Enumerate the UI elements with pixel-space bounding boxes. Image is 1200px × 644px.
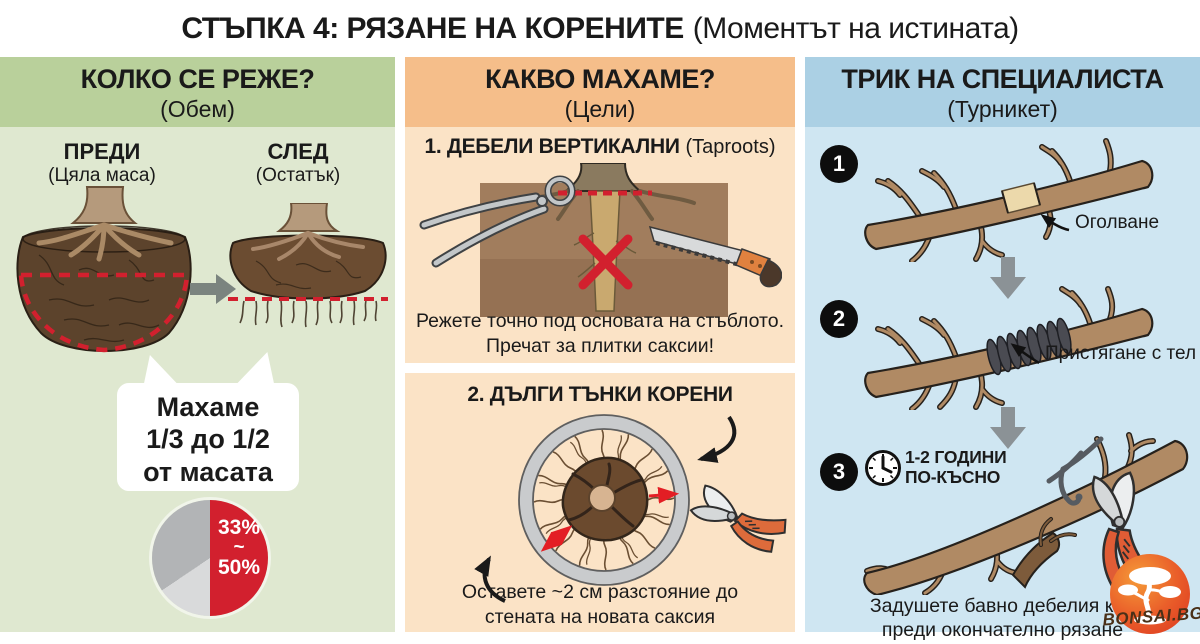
taproot-cutting-illustration: [419, 163, 782, 317]
column-specialist-trick-subtitle: (Турникет): [947, 96, 1058, 122]
concave-pliers-icon: [419, 175, 576, 268]
column-how-much-subtitle: (Обем): [160, 96, 235, 122]
tourniquet-caption: Задушете бавно дебелия кор преди окончат…: [869, 595, 1136, 642]
taproots-caption: Режете точно под основата на стъблото. П…: [415, 310, 784, 357]
page-title: СТЪПКА 4: РЯЗАНЕ НА КОРЕНИТЕ (Моментът н…: [0, 0, 1200, 57]
thin-roots-panel: 2. ДЪЛГИ ТЪНКИ КОРЕНИ: [405, 373, 795, 632]
clock-icon: [865, 450, 901, 486]
column-how-much-header: КОЛКО СЕ РЕЖЕ? (Обем): [0, 57, 395, 127]
pie-label: 33% ~ 50%: [217, 516, 261, 580]
bonsai-logo-icon: [1110, 554, 1190, 634]
column-what-remove: КАКВО МАХАМЕ? (Цели) 1. ДЕБЕЛИ ВЕРТИКАЛН…: [405, 57, 795, 632]
step-2-label: Пристягане с тел: [1007, 343, 1196, 365]
step-1-branch-illustration: [864, 138, 1154, 262]
step-3-label: 1-2 ГОДИНИ ПО-КЪСНО: [905, 447, 1007, 488]
step-1-label: Оголване: [1037, 212, 1159, 234]
before-rootball-illustration: [16, 186, 192, 353]
after-label: СЛЕД (Остатък): [255, 139, 341, 186]
cut-stub-icon: [1011, 517, 1077, 589]
taproots-heading: 1. ДЕБЕЛИ ВЕРТИКАЛНИ (Taproots): [424, 135, 776, 158]
curved-arrow-icon: [1040, 214, 1070, 232]
step-2-badge: 2: [820, 300, 858, 338]
thin-roots-caption: Оставете ~2 см разстояние до стената на …: [461, 581, 739, 628]
removal-pie-chart: 33% ~ 50%: [152, 500, 268, 616]
wire-spiral-icon: [1046, 436, 1104, 506]
column-specialist-trick-header: ТРИК НА СПЕЦИАЛИСТА (Турникет): [805, 57, 1200, 127]
step-3-badge: 3: [820, 453, 858, 491]
before-label: ПРЕДИ (Цяла маса): [48, 139, 156, 186]
before-after-arrow-icon: [190, 274, 236, 304]
column-how-much-title: КОЛКО СЕ РЕЖЕ?: [80, 64, 315, 94]
bonsai-bg-logo: BONSAI.BG: [1102, 552, 1200, 634]
pot-topview-illustration: [474, 414, 787, 603]
step-1-badge: 1: [820, 145, 858, 183]
page-title-light: (Моментът на истината): [692, 11, 1019, 45]
after-rootball-illustration: [228, 203, 388, 328]
page-title-bold: СТЪПКА 4: РЯЗАНЕ НА КОРЕНИТЕ: [181, 11, 684, 45]
thin-roots-heading: 2. ДЪЛГИ ТЪНКИ КОРЕНИ: [467, 383, 733, 406]
column-what-remove-header: КАКВО МАХАМЕ? (Цели): [405, 57, 795, 127]
column-how-much: КОЛКО СЕ РЕЖЕ? (Обем) ПРЕДИ (Цяла маса) …: [0, 57, 395, 632]
column-what-remove-title: КАКВО МАХАМЕ?: [485, 64, 715, 94]
removal-amount-bubble: Махаме 1/3 до 1/2 от масата: [117, 383, 299, 491]
column-what-remove-subtitle: (Цели): [564, 96, 636, 122]
pruning-shears-icon: [689, 484, 787, 553]
curved-arrow-icon: [1010, 343, 1040, 365]
saw-icon: [648, 225, 782, 288]
arrow-down-icon: [990, 257, 1026, 299]
arrow-down-icon: [990, 407, 1026, 449]
column-specialist-trick-title: ТРИК НА СПЕЦИАЛИСТА: [841, 64, 1164, 94]
column-specialist-trick: ТРИК НА СПЕЦИАЛИСТА (Турникет) 1: [805, 57, 1200, 641]
taproots-panel: 1. ДЕБЕЛИ ВЕРТИКАЛНИ (Taproots): [405, 127, 795, 363]
